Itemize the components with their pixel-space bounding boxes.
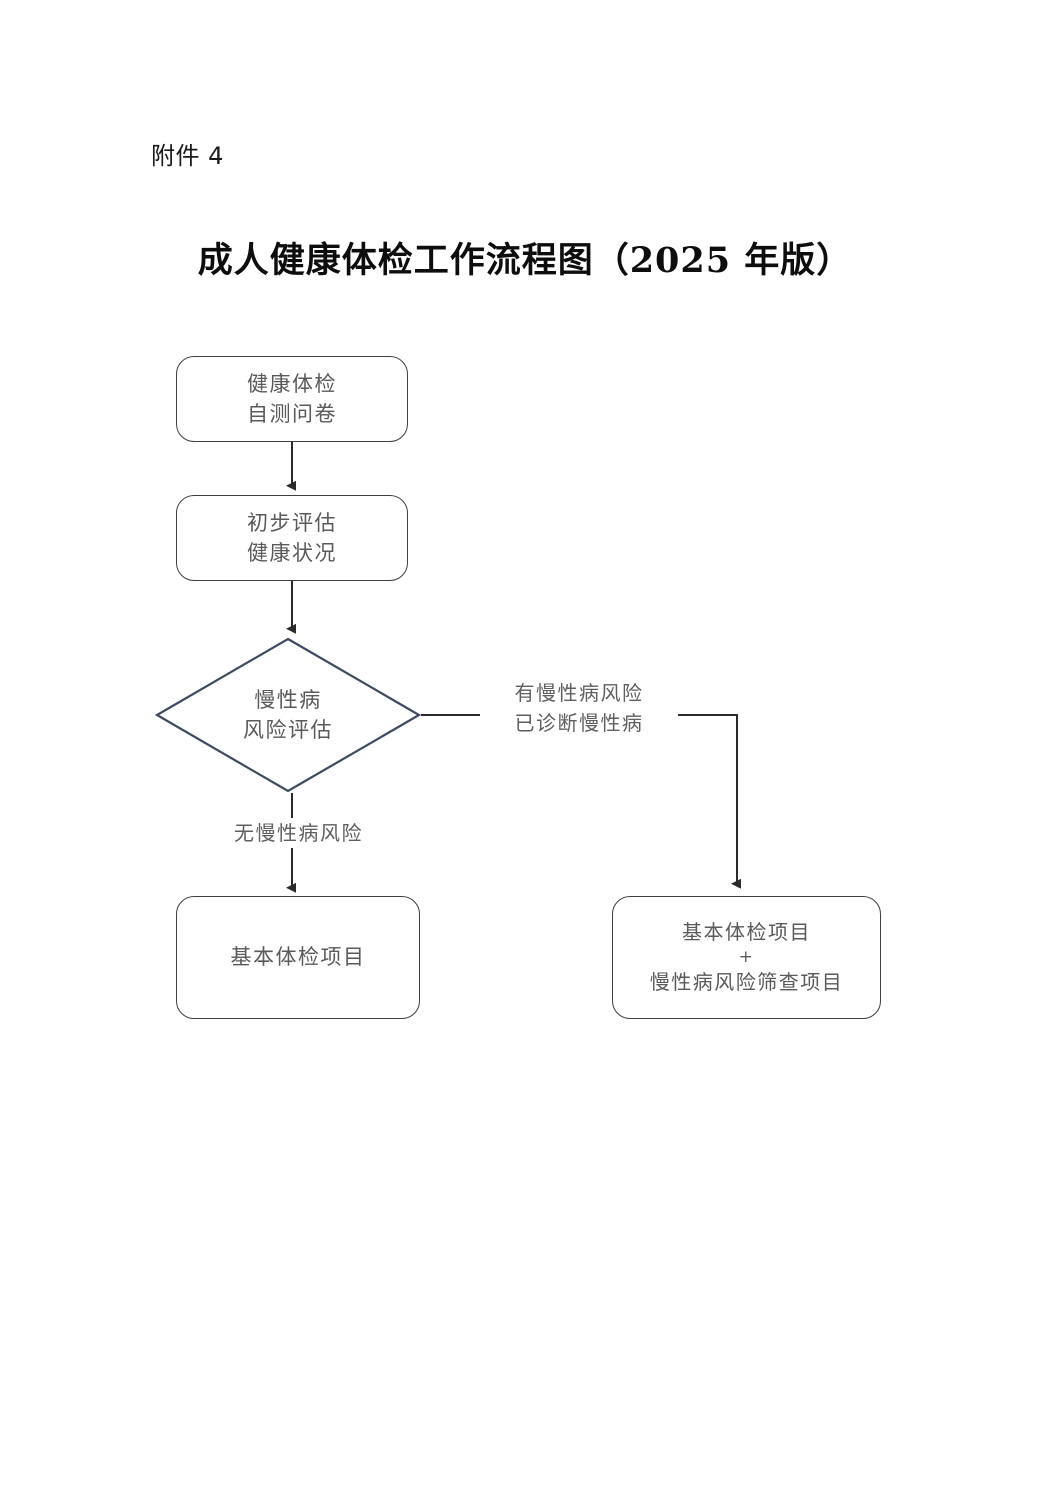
node-line-2: 健康状况 [247,541,337,565]
node-line-1: 初步评估 [247,510,337,535]
edge-label-no-chronic-risk: 无慢性病风险 [200,818,397,848]
attachment-label: 附件 4 [151,142,224,170]
node-health-checkup-questionnaire[interactable]: 健康体检 自测问卷 [176,356,408,442]
edge-label-line-1: 有慢性病风险 [514,681,644,705]
node-initial-assessment[interactable]: 初步评估 健康状况 [176,495,408,581]
edge-label-line-2: 已诊断慢性病 [514,711,644,735]
node-basic-checkup-items[interactable]: 基本体检项目 [176,896,420,1019]
node-line-2: 自测问卷 [247,402,337,426]
page-title: 成人健康体检工作流程图（2025 年版） [197,240,853,281]
diamond-shape-icon [155,637,421,793]
node-line-1: 慢性病 [254,687,322,712]
edge-label-line-1: 无慢性病风险 [234,821,363,845]
node-line-3: 慢性病风险筛查项目 [649,969,844,994]
edge-label-has-chronic-risk: 有慢性病风险 已诊断慢性病 [480,678,678,738]
connector-decision-to-screening [421,714,741,889]
node-basic-plus-screening-items[interactable]: 基本体检项目 + 慢性病风险筛查项目 [612,896,881,1019]
node-line-1: 健康体检 [247,371,337,396]
node-line-1: 基本体检项目 [682,920,811,945]
diamond-label-group: 慢性病 风险评估 [243,685,333,746]
node-chronic-disease-risk-decision[interactable]: 慢性病 风险评估 [155,637,421,793]
node-line-2: 风险评估 [243,718,333,742]
node-line-1: 基本体检项目 [230,945,366,970]
node-line-2: + [738,947,755,968]
